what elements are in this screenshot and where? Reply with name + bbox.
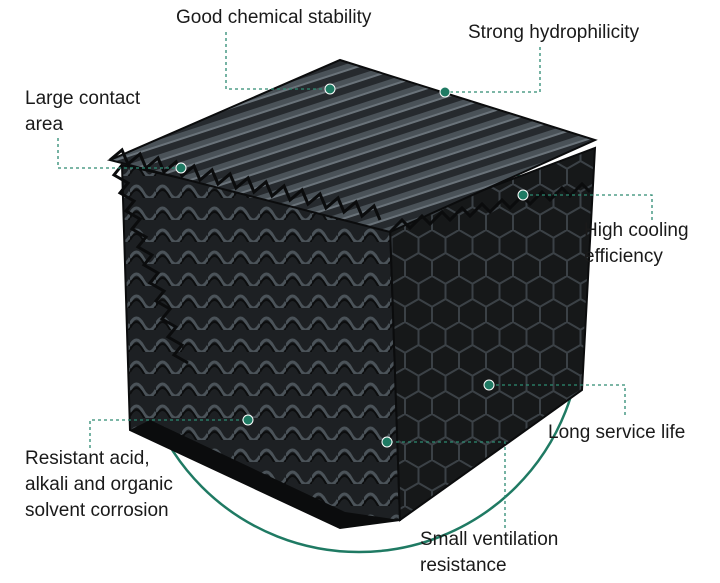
leader-line-corrosion (89, 419, 248, 448)
marker-dot-corrosion (242, 414, 254, 426)
label-cooling-efficiency: High cooling efficiency (584, 218, 689, 270)
fill-pack-right-face (388, 146, 597, 522)
label-ventilation-line-2: resistance (420, 555, 507, 576)
fill-pack-edge (109, 147, 382, 221)
label-corrosion-line-3: solvent corrosion (25, 500, 169, 521)
label-cooling-efficiency-line-2: efficiency (584, 246, 663, 267)
label-cooling-efficiency-line-1: High cooling (584, 220, 689, 241)
leader-line-chemical-stability (225, 32, 330, 90)
label-service-life: Long service life (548, 422, 686, 443)
leader-line-hydrophilicity (445, 47, 541, 93)
label-corrosion-line-1: Resistant acid, (25, 448, 150, 469)
marker-dot-chemical-stability (324, 83, 336, 95)
fill-pack-top-face (106, 58, 598, 234)
leader-line-ventilation (387, 441, 506, 528)
fill-pack-image (106, 58, 598, 530)
label-contact-area-line-2: area (25, 114, 64, 135)
marker-dot-contact-area (175, 162, 187, 174)
marker-dot-service-life (483, 379, 495, 391)
markers (175, 83, 529, 448)
label-hydrophilicity: Strong hydrophilicity (468, 22, 640, 43)
label-ventilation-line-1: Small ventilation (420, 529, 559, 550)
fill-pack-bottom-edge (130, 420, 400, 528)
label-ventilation: Small ventilation resistance (420, 527, 558, 579)
marker-dot-ventilation (381, 436, 393, 448)
label-corrosion: Resistant acid, alkali and organic solve… (25, 446, 173, 524)
fill-pack-edge (111, 164, 189, 365)
label-chemical-stability: Good chemical stability (176, 7, 372, 28)
fill-pack-edge (388, 181, 592, 234)
marker-dot-cooling-efficiency (517, 189, 529, 201)
label-contact-area-line-1: Large contact (25, 88, 141, 109)
leader-line-service-life (489, 384, 626, 415)
leader-lines (57, 32, 653, 528)
leader-line-cooling-efficiency (523, 194, 653, 220)
label-corrosion-line-2: alkali and organic (25, 474, 173, 495)
label-contact-area: Large contact area (25, 86, 140, 138)
leader-line-contact-area (57, 138, 181, 169)
marker-dot-hydrophilicity (439, 86, 451, 98)
